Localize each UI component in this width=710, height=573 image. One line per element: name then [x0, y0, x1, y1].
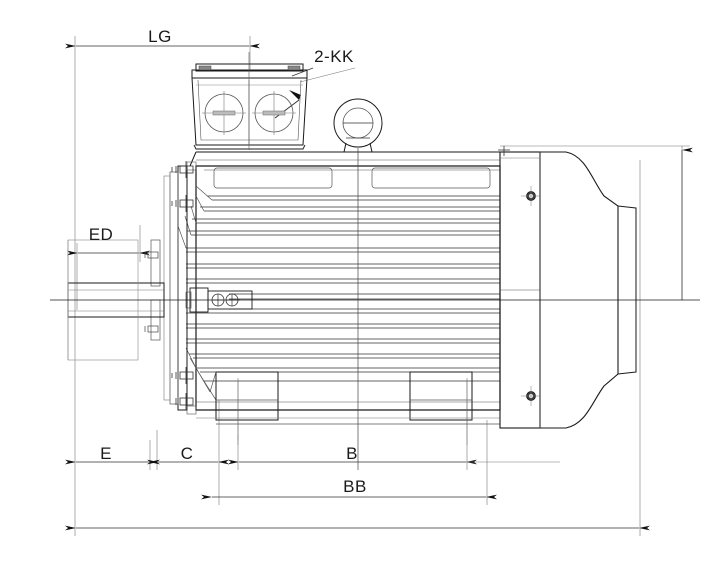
- dimension-label-lg: LG: [148, 27, 172, 46]
- dimension-label-bb: BB: [343, 477, 367, 496]
- flange-bolt-lower: [171, 367, 194, 384]
- leader-line-2kk: [274, 67, 356, 119]
- flange-side-bolt-lower: [144, 325, 159, 333]
- flange-bolt-bottom: [175, 393, 194, 410]
- extension-lines: [74, 36, 690, 536]
- dimension-label-2kk: 2-KK: [314, 47, 354, 66]
- dimension-label-ed: ED: [89, 225, 114, 244]
- flange-side-bolt-upper: [144, 251, 159, 259]
- fan-cover-bolt-upper: [521, 186, 541, 206]
- cooling-fins-main: [186, 247, 500, 382]
- base-plane-line: [196, 417, 500, 425]
- dimension-label-c: C: [181, 444, 194, 463]
- dimension-label-e: E: [100, 444, 112, 463]
- mounting-foot-front: [209, 371, 279, 445]
- fan-cover: [498, 146, 637, 429]
- motor-housing: [189, 151, 501, 411]
- dimension-label-b: B: [346, 444, 358, 463]
- fan-cover-bolt-lower: [521, 386, 541, 406]
- mounting-foot-rear: [409, 371, 473, 445]
- flange-bolt-top: [171, 161, 194, 178]
- fin-taper-edges-lower: [185, 347, 217, 401]
- lifting-eyebolt: [333, 98, 383, 153]
- cooling-fins-upper: [187, 195, 500, 236]
- flange-bolt-upper: [171, 195, 194, 212]
- cable-entry-left: [202, 91, 246, 135]
- terminal-box: [191, 63, 308, 150]
- cable-entry-right: [252, 91, 296, 135]
- fin-taper-edges: [177, 185, 213, 249]
- flange-bolts: [144, 161, 194, 410]
